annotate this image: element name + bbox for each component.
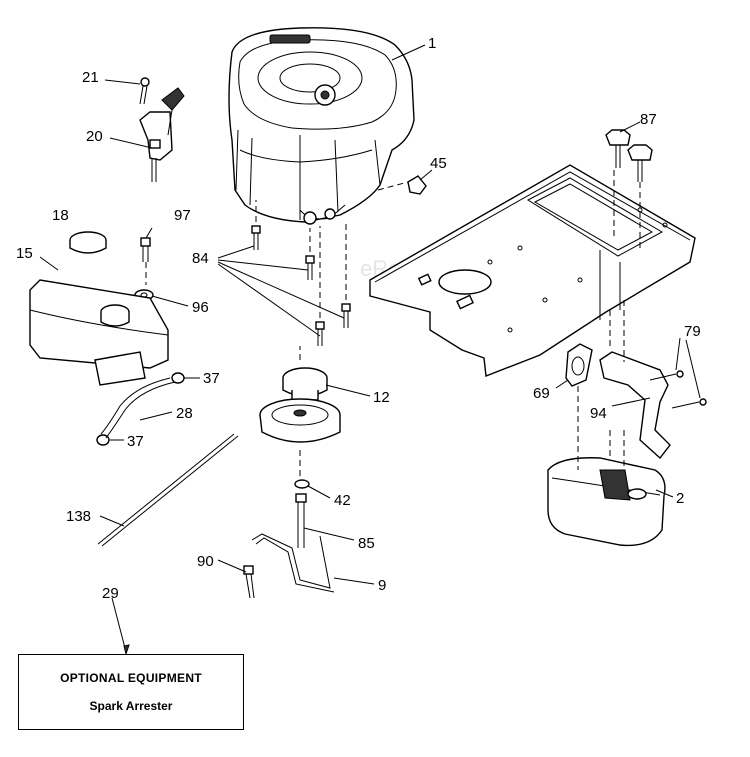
fuel-cap-part-18 (69, 231, 107, 254)
screw-part-97 (140, 237, 151, 262)
label-part-15: 15 (16, 245, 33, 262)
muffler-part-2 (547, 457, 666, 547)
fuel-line-part-28 (100, 377, 176, 439)
label-part-1: 1 (428, 35, 436, 52)
gasket-part-69 (565, 343, 593, 387)
label-part-96: 96 (192, 299, 209, 316)
label-part-69: 69 (533, 385, 550, 402)
label-part-42: 42 (334, 492, 351, 509)
knob-part-87 (605, 129, 653, 182)
screws-part-79 (649, 370, 707, 409)
bolt-part-85 (295, 493, 307, 548)
chassis-frame (369, 164, 696, 377)
label-part-18: 18 (52, 207, 69, 224)
label-part-29: 29 (102, 585, 119, 602)
label-part-2: 2 (676, 490, 684, 507)
label-part-9: 9 (378, 577, 386, 594)
label-part-138: 138 (66, 508, 91, 525)
label-part-79: 79 (684, 323, 701, 340)
label-part-97: 97 (174, 207, 191, 224)
throttle-control-part-20 (139, 87, 185, 182)
label-part-12: 12 (373, 389, 390, 406)
pulley-part-12 (259, 367, 341, 443)
optional-equipment-title: OPTIONAL EQUIPMENT (60, 671, 202, 685)
label-part-94: 94 (590, 405, 607, 422)
label-part-87: 87 (640, 111, 657, 128)
label-part-85: 85 (358, 535, 375, 552)
optional-equipment-box: OPTIONAL EQUIPMENT Spark Arrester (18, 654, 244, 730)
fuel-tank-part-15 (29, 279, 169, 386)
screw-part-21 (139, 77, 150, 105)
label-part-84: 84 (192, 250, 209, 267)
label-part-28: 28 (176, 405, 193, 422)
screw-part-90 (243, 565, 255, 599)
washer-part-42 (294, 479, 310, 489)
label-part-45: 45 (430, 155, 447, 172)
label-part-37-upper: 37 (203, 370, 220, 387)
exhaust-pipe-part-94 (599, 351, 671, 460)
label-part-21: 21 (82, 69, 99, 86)
label-part-90: 90 (197, 553, 214, 570)
rod-part-138 (97, 433, 239, 547)
label-part-20: 20 (86, 128, 103, 145)
label-part-37-lower: 37 (127, 433, 144, 450)
optional-equipment-item: Spark Arrester (89, 699, 173, 713)
clip-part-45 (407, 175, 427, 195)
clamp-part-37-upper (171, 372, 185, 384)
engine-part-1 (228, 27, 415, 225)
bolts-part-84 (251, 225, 351, 346)
bracket-part-9 (251, 533, 335, 593)
